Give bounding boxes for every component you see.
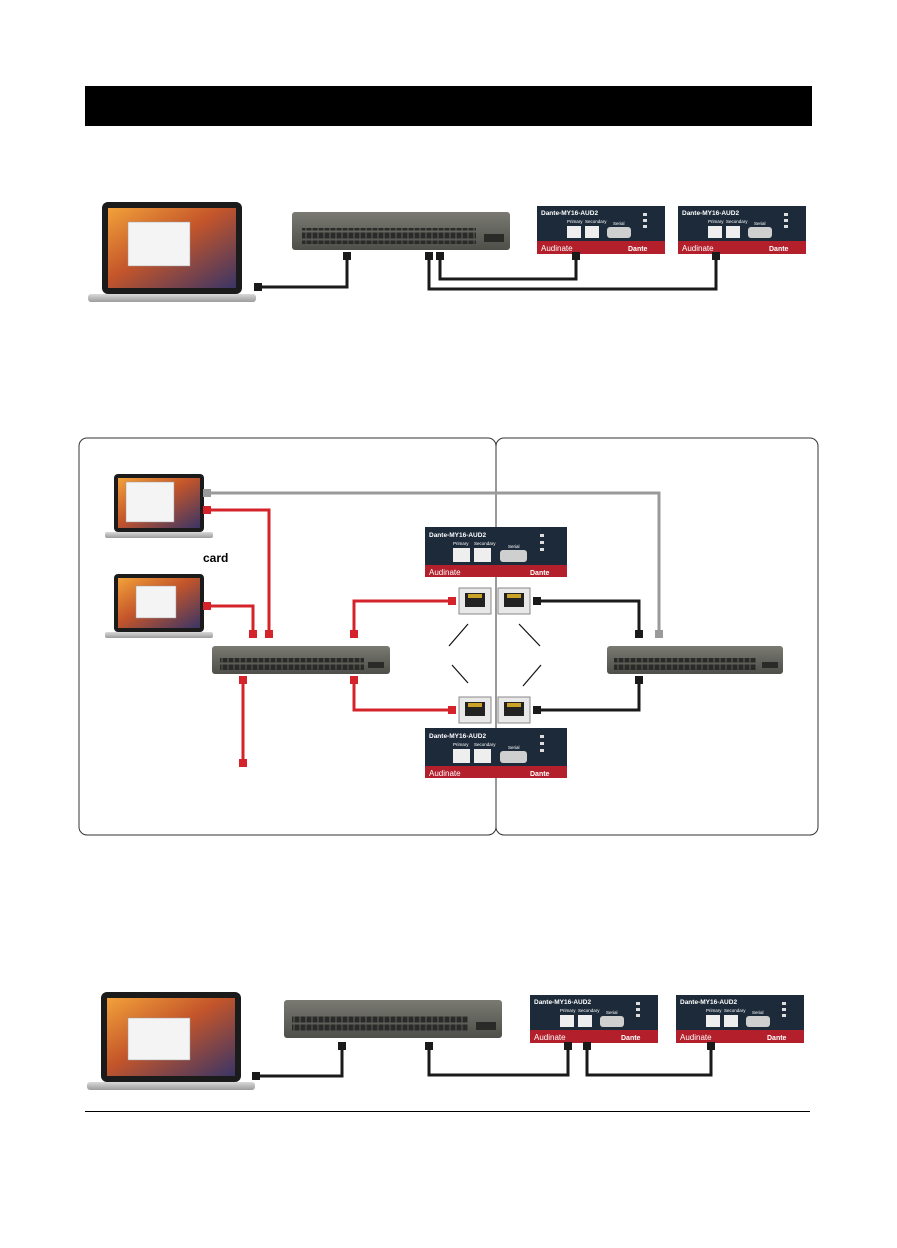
rj45-port-group xyxy=(458,587,531,724)
svg-text:Audinate: Audinate xyxy=(541,244,573,253)
plugs-section-2 xyxy=(203,489,663,767)
laptop-3 xyxy=(87,992,255,1090)
svg-text:Serial: Serial xyxy=(508,544,520,549)
svg-text:Dante-MY16-AUD2: Dante-MY16-AUD2 xyxy=(534,999,591,1006)
svg-text:Dante: Dante xyxy=(530,570,550,577)
cables-section-1 xyxy=(256,257,718,291)
svg-text:Serial: Serial xyxy=(613,221,625,226)
svg-text:Secondary: Secondary xyxy=(585,219,607,224)
cables-black-2 xyxy=(537,599,641,712)
svg-text:Serial: Serial xyxy=(508,745,520,750)
cable-gray xyxy=(207,491,661,634)
svg-text:Serial: Serial xyxy=(754,221,766,226)
svg-text:Secondary: Secondary xyxy=(474,541,496,546)
rj45-port-bottom-right xyxy=(497,696,531,724)
card-label: card xyxy=(203,551,229,565)
svg-text:Dante-MY16-AUD2: Dante-MY16-AUD2 xyxy=(682,210,739,217)
svg-text:Secondary: Secondary xyxy=(726,219,748,224)
laptop-2b xyxy=(105,574,213,638)
callout-lines xyxy=(448,623,542,687)
svg-text:Dante: Dante xyxy=(767,1035,787,1042)
svg-text:Dante-MY16-AUD2: Dante-MY16-AUD2 xyxy=(429,733,486,740)
switch-2b xyxy=(607,646,783,674)
svg-text:Dante: Dante xyxy=(530,771,550,778)
plugs-section-1 xyxy=(254,252,720,291)
svg-text:Primary: Primary xyxy=(708,219,724,224)
dante-card-3a: Dante-MY16-AUD2 Primary Secondary Serial… xyxy=(530,995,658,1043)
switch-1 xyxy=(292,212,510,250)
laptop-2a xyxy=(105,474,213,538)
svg-text:Primary: Primary xyxy=(706,1008,722,1013)
svg-text:Secondary: Secondary xyxy=(724,1008,746,1013)
switch-3 xyxy=(284,1000,502,1038)
svg-text:Primary: Primary xyxy=(567,219,583,224)
svg-text:Dante: Dante xyxy=(621,1035,641,1042)
bottom-rule xyxy=(85,1111,810,1112)
svg-text:Audinate: Audinate xyxy=(429,568,461,577)
dante-card-3b: Dante-MY16-AUD2 Primary Secondary Serial… xyxy=(676,995,804,1043)
svg-text:Audinate: Audinate xyxy=(680,1033,712,1042)
svg-text:Serial: Serial xyxy=(752,1010,764,1015)
rj45-port-top-left xyxy=(458,587,492,615)
card-1a-model: Dante-MY16-AUD2 xyxy=(541,210,598,217)
switch-2a xyxy=(212,646,390,674)
cables-section-3 xyxy=(256,1046,713,1078)
svg-text:Audinate: Audinate xyxy=(682,244,714,253)
dante-card-1b: Dante-MY16-AUD2 Primary Secondary Serial… xyxy=(678,206,806,254)
header-bar xyxy=(85,86,812,126)
rj45-port-top-right xyxy=(497,587,531,615)
rj45-port-bottom-left xyxy=(458,696,492,724)
svg-text:Primary: Primary xyxy=(453,541,469,546)
svg-text:Dante-MY16-AUD2: Dante-MY16-AUD2 xyxy=(429,532,486,539)
dante-card-2b: Dante-MY16-AUD2 Primary Secondary Serial… xyxy=(425,728,567,778)
svg-text:Primary: Primary xyxy=(560,1008,576,1013)
network-zones xyxy=(78,437,819,836)
plugs-section-3 xyxy=(252,1042,715,1080)
laptop-1 xyxy=(88,202,256,302)
svg-text:Audinate: Audinate xyxy=(429,769,461,778)
svg-text:Dante: Dante xyxy=(769,246,789,253)
svg-text:Audinate: Audinate xyxy=(534,1033,566,1042)
dante-card-2a: Dante-MY16-AUD2 Primary Secondary Serial… xyxy=(425,527,567,577)
dante-card-1a: Dante-MY16-AUD2 Primary Secondary Serial… xyxy=(537,206,665,254)
svg-text:Dante: Dante xyxy=(628,246,648,253)
cables-red xyxy=(207,508,452,762)
svg-text:Secondary: Secondary xyxy=(474,742,496,747)
svg-text:Primary: Primary xyxy=(453,742,469,747)
svg-text:Secondary: Secondary xyxy=(578,1008,600,1013)
svg-text:Serial: Serial xyxy=(606,1010,618,1015)
svg-text:Dante-MY16-AUD2: Dante-MY16-AUD2 xyxy=(680,999,737,1006)
